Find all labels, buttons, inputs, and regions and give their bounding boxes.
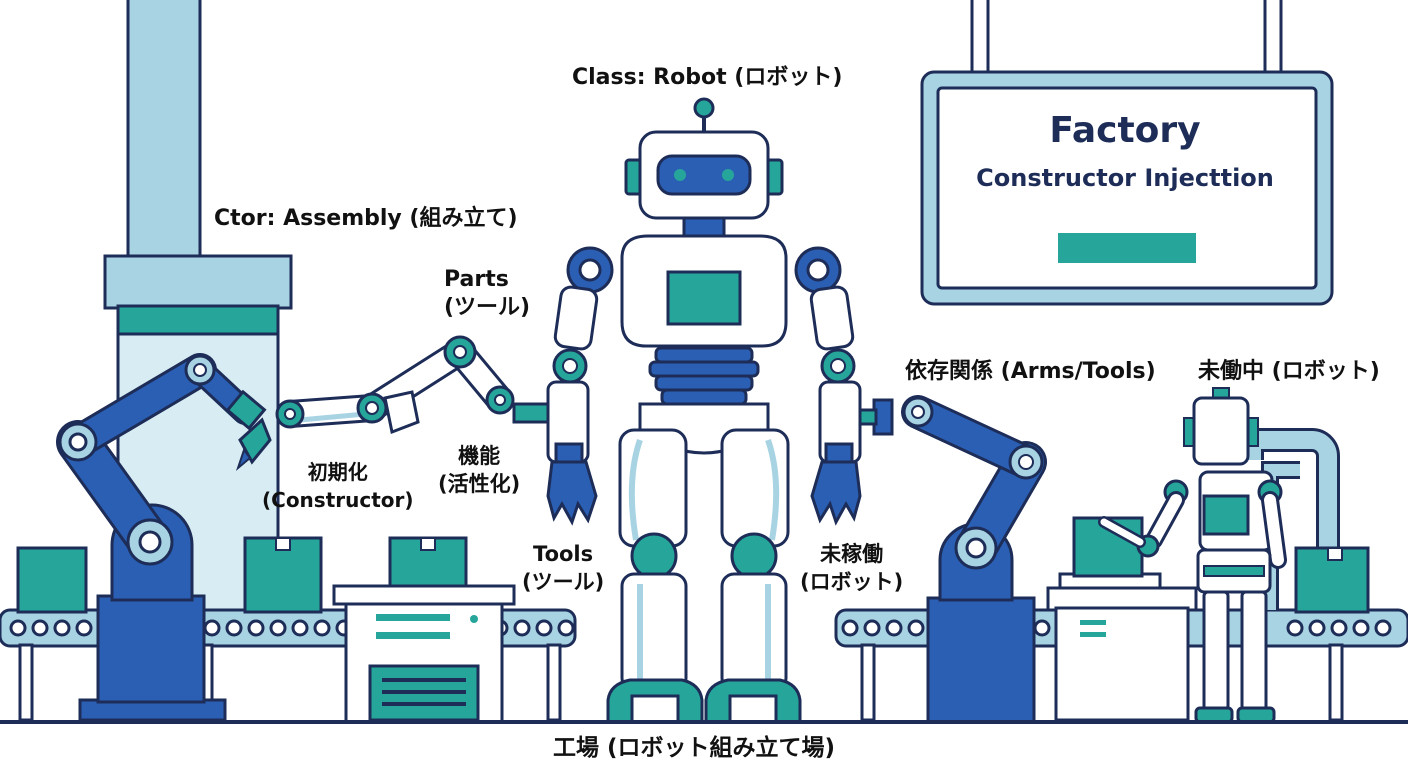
control-cabinet xyxy=(332,584,516,724)
label-class: Class: Robot (ロボット) xyxy=(572,65,843,90)
sign-subtitle: Constructor Injecttion xyxy=(976,164,1274,192)
label-tools-line1: Tools xyxy=(533,542,594,566)
inactive-robot xyxy=(1098,387,1287,724)
right-industrial-arm xyxy=(834,395,1047,724)
label-inoperative: 未働中 (ロボット) xyxy=(1198,359,1380,384)
label-parts-line2: (ツール) xyxy=(444,295,531,320)
label-parts-line1: Parts xyxy=(444,267,509,292)
label-init-line1: 初期化 xyxy=(307,460,368,484)
label-function-line2: (活性化) xyxy=(438,472,521,496)
label-function: 機能 (活性化) xyxy=(438,442,520,498)
label-ctor: Ctor: Assembly (組み立て) xyxy=(214,206,518,231)
label-idle-line1: 未稼働 xyxy=(820,542,884,566)
factory-sign xyxy=(920,70,1334,306)
label-dependencies: 依存関係 (Arms/Tools) xyxy=(905,359,1156,384)
label-idle-line2: (ロボット) xyxy=(800,570,904,594)
left-boxes xyxy=(16,536,468,614)
sign-hangers xyxy=(970,0,1283,74)
main-robot xyxy=(546,97,862,724)
label-init: 初期化 (Constructor) xyxy=(262,458,414,514)
label-idle: 未稼働 (ロボット) xyxy=(800,540,903,596)
left-industrial-arm xyxy=(56,353,272,722)
label-tools: Tools (ツール) xyxy=(522,540,604,596)
label-function-line1: 機能 xyxy=(458,444,501,468)
right-workbench xyxy=(1046,516,1198,722)
label-parts: Parts (ツール) xyxy=(444,266,530,322)
label-factory-floor: 工場 (ロボット組み立て場) xyxy=(553,735,836,761)
parts-arm xyxy=(275,335,552,435)
label-init-line2: (Constructor) xyxy=(262,488,414,512)
sign-title: Factory xyxy=(1049,110,1201,151)
label-tools-line2: (ツール) xyxy=(522,570,605,594)
